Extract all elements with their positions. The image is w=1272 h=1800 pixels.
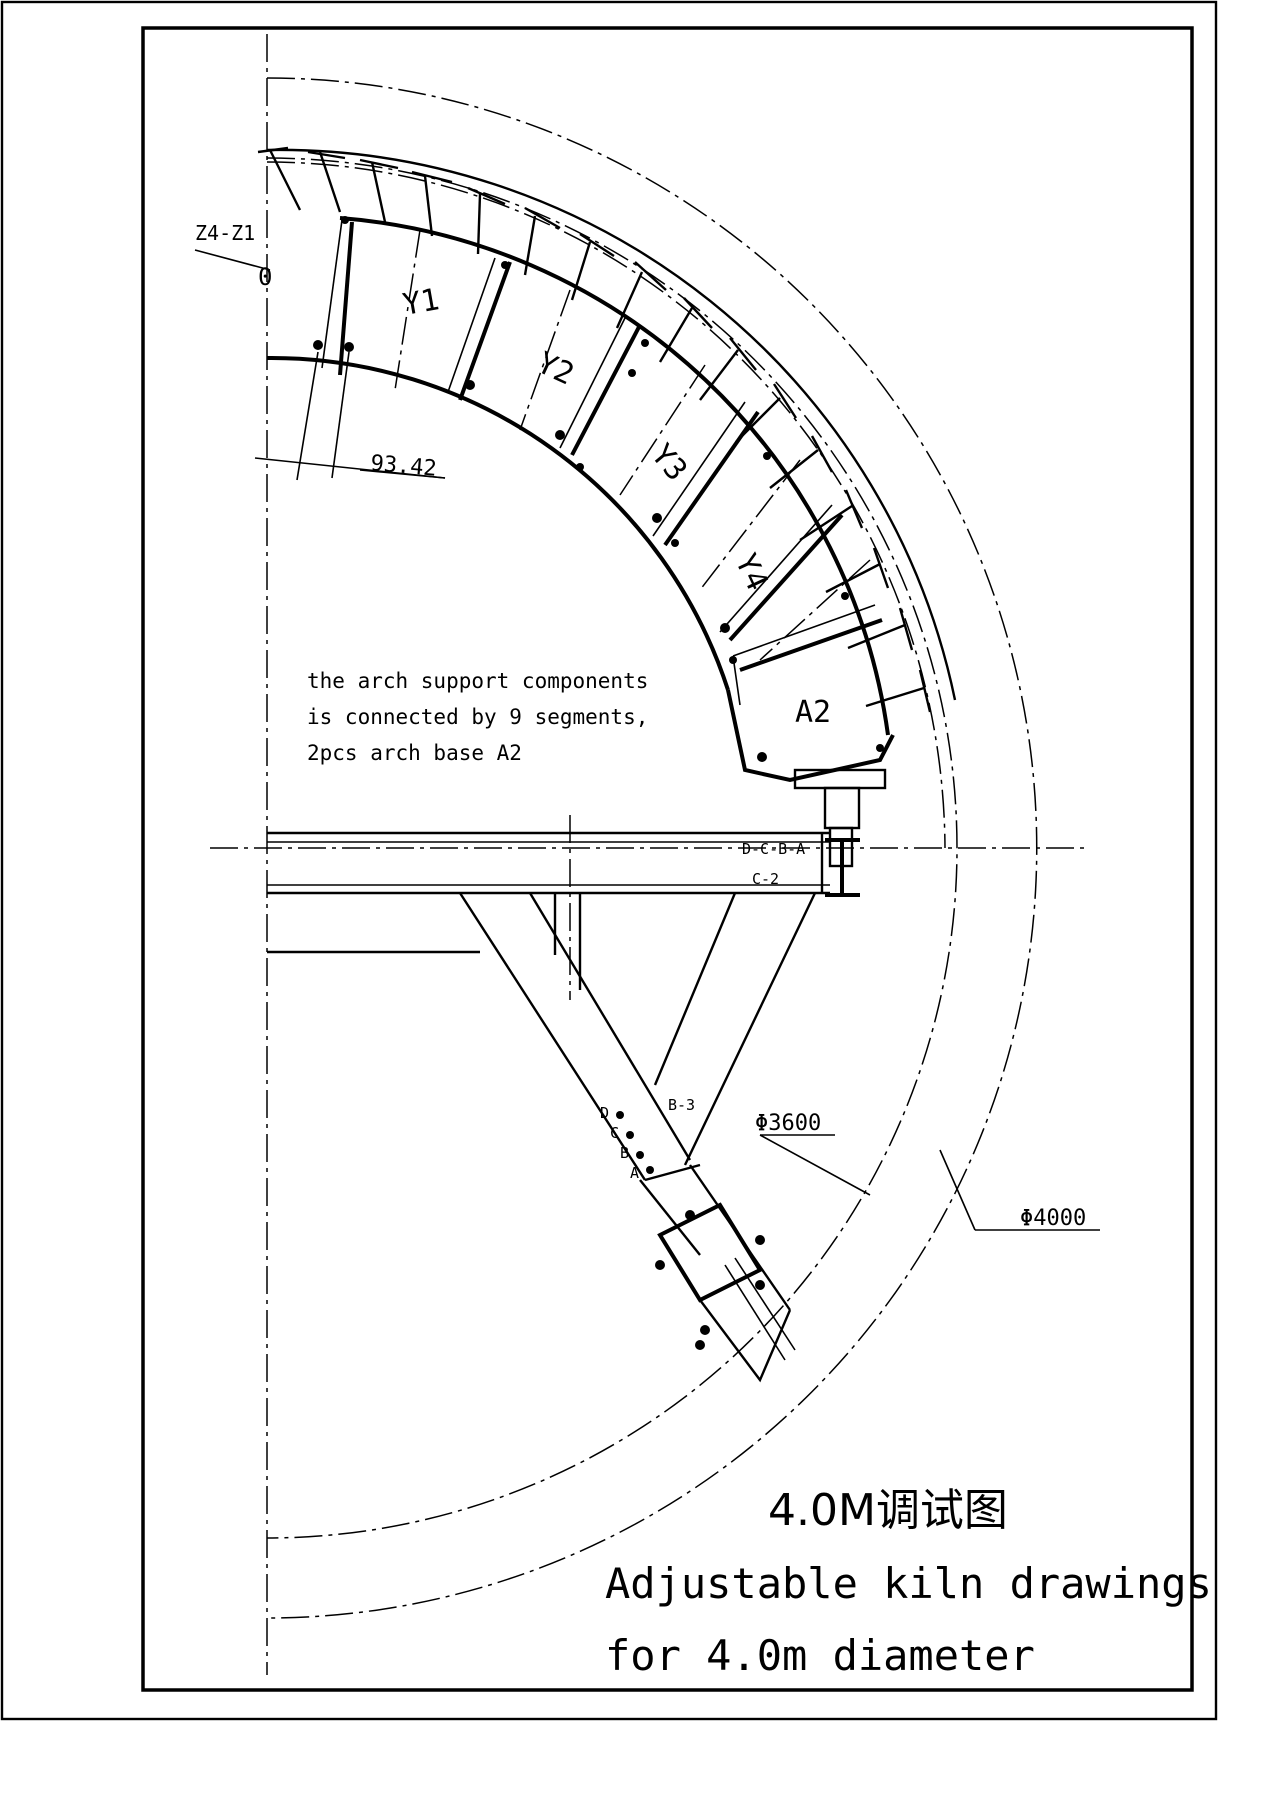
- note-line-1: the arch support components: [307, 669, 648, 693]
- segment-dividers: [338, 221, 883, 672]
- sheet-outer-border: [0, 0, 1218, 1721]
- base-screw-block: [823, 786, 861, 830]
- label-dim-93-42: 93.42: [369, 451, 437, 482]
- arch-base-a2: [726, 689, 895, 783]
- phi4000-circle-arc: [266, 77, 1038, 1619]
- diagonal-strut: [458, 892, 817, 1311]
- note-line-3: 2pcs arch base A2: [307, 741, 522, 765]
- label-phi3600: Φ3600: [755, 1111, 821, 1136]
- arch-inner-arc: [266, 355, 730, 691]
- base-foot: [793, 768, 887, 790]
- label-a2: A2: [795, 695, 831, 730]
- diameter-leaders: [759, 1134, 1100, 1231]
- label-b3: B-3: [668, 1096, 695, 1114]
- label-zero: 0: [258, 263, 272, 291]
- bolt-dots: [313, 216, 884, 762]
- title-chinese: 4.0M调试图: [768, 1485, 1008, 1536]
- phi3600-circle-arc: [266, 157, 958, 1539]
- label-y2: Y2: [532, 346, 580, 393]
- t-bar-teeth: [257, 146, 932, 713]
- label-hole-a: A: [630, 1164, 639, 1182]
- segment-centerlines: [394, 229, 871, 661]
- title-english-line-1: Adjustable kiln drawings: [605, 1559, 1212, 1608]
- label-dcba-top: D-C-B-A: [742, 840, 805, 858]
- label-y4: Y4: [728, 549, 775, 597]
- i-beam-clamp: [825, 838, 860, 897]
- label-hole-c: C: [610, 1124, 619, 1142]
- label-y1: Y1: [400, 282, 442, 323]
- title-english-line-2: for 4.0m diameter: [605, 1631, 1035, 1680]
- t-bar-base-arc: [266, 148, 957, 701]
- label-y3: Y3: [644, 438, 694, 488]
- note-line-2: is connected by 9 segments,: [307, 705, 648, 729]
- label-phi4000: Φ4000: [1020, 1206, 1086, 1231]
- dimension-93-42: [254, 351, 446, 481]
- label-hole-d: D: [600, 1104, 609, 1122]
- arch-outer-arc: [339, 216, 890, 736]
- strut-flange: [616, 1111, 796, 1383]
- segment-sides: [321, 219, 876, 706]
- label-hole-b: B: [620, 1144, 629, 1162]
- label-c2: C-2: [752, 870, 779, 888]
- drawing-frame: [141, 26, 1194, 1692]
- label-z4-z1: Z4-Z1: [195, 221, 255, 245]
- horizontal-beam: [267, 815, 830, 1000]
- arch-assembly: [257, 146, 957, 897]
- z4-z1-leader: [194, 249, 271, 271]
